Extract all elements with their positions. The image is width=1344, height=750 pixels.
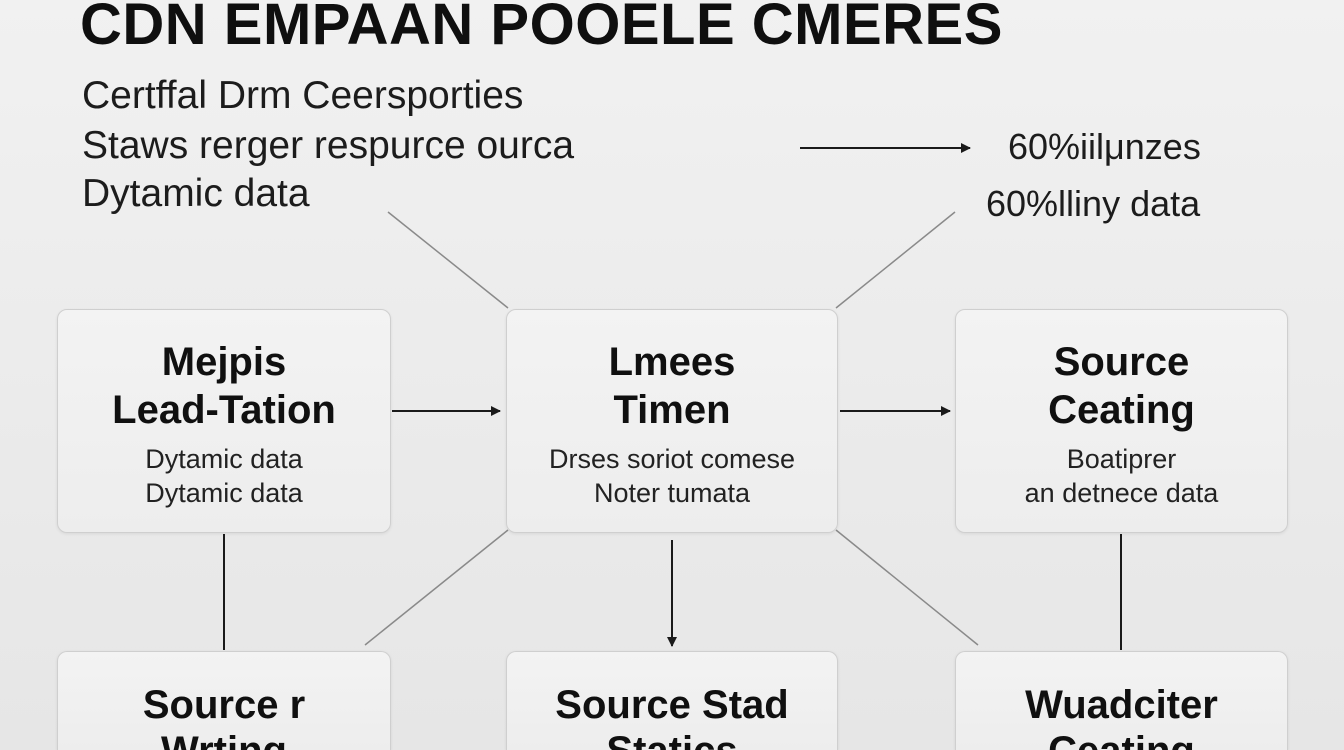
box-title-line: Lead-Tation xyxy=(112,388,336,432)
box-title-line: Ceating xyxy=(956,728,1287,750)
box-text-line: Dytamic data xyxy=(145,478,303,508)
box-text-line: Drses soriot comese xyxy=(548,444,796,474)
box-wuadciter: Wuadciter Ceating xyxy=(955,651,1288,750)
box-source-ceating: Source Ceating Boatiprer an detnece data xyxy=(955,309,1288,533)
box-timen: Lmees Timen Drses soriot comese Noter tu… xyxy=(506,309,838,533)
box-title-line: Mejpis xyxy=(161,340,287,384)
box-title-line: Source xyxy=(1053,340,1190,384)
box-text-line: Noter tumata xyxy=(593,478,751,508)
connector-stats-to-center xyxy=(835,211,956,309)
intro-line-2: Staws rerger respurce ourca xyxy=(82,124,575,167)
box-text-line: Dytamic data xyxy=(145,444,303,474)
box-title-line: Statics xyxy=(507,728,837,750)
connector-intro-to-center xyxy=(387,211,509,309)
stat-line-1: 60%iilμnzes xyxy=(1008,126,1201,167)
box-title-line: Timen xyxy=(613,388,731,432)
intro-line-1: Certffal Drm Ceersporties xyxy=(82,74,524,117)
box-title-line: Lmees xyxy=(608,340,736,384)
box-title-line: Wuadciter xyxy=(1025,683,1218,727)
page-title: CDN EMPAAN POOELE CMERES xyxy=(80,0,1003,57)
box-title-line: Source r xyxy=(142,683,306,727)
stat-line-2: 60%lliny data xyxy=(986,183,1201,224)
box-source-stad: Source Stad Statics xyxy=(506,651,838,750)
connector-center-to-bottom-left xyxy=(364,529,509,646)
intro-line-3: Dytamic data xyxy=(82,172,310,215)
box-title-line: Wrting xyxy=(58,728,390,750)
box-title-line: Source Stad xyxy=(555,683,789,727)
box-title-line: Ceating xyxy=(1048,388,1195,432)
box-text-line: an detnece data xyxy=(1024,478,1219,508)
box-text-line: Boatiprer xyxy=(1066,444,1177,474)
box-lead-tation: Mejpis Lead-Tation Dytamic data Dytamic … xyxy=(57,309,391,533)
box-source-wrting: Source r Wrting xyxy=(57,651,391,750)
connector-center-to-bottom-right xyxy=(835,529,979,646)
